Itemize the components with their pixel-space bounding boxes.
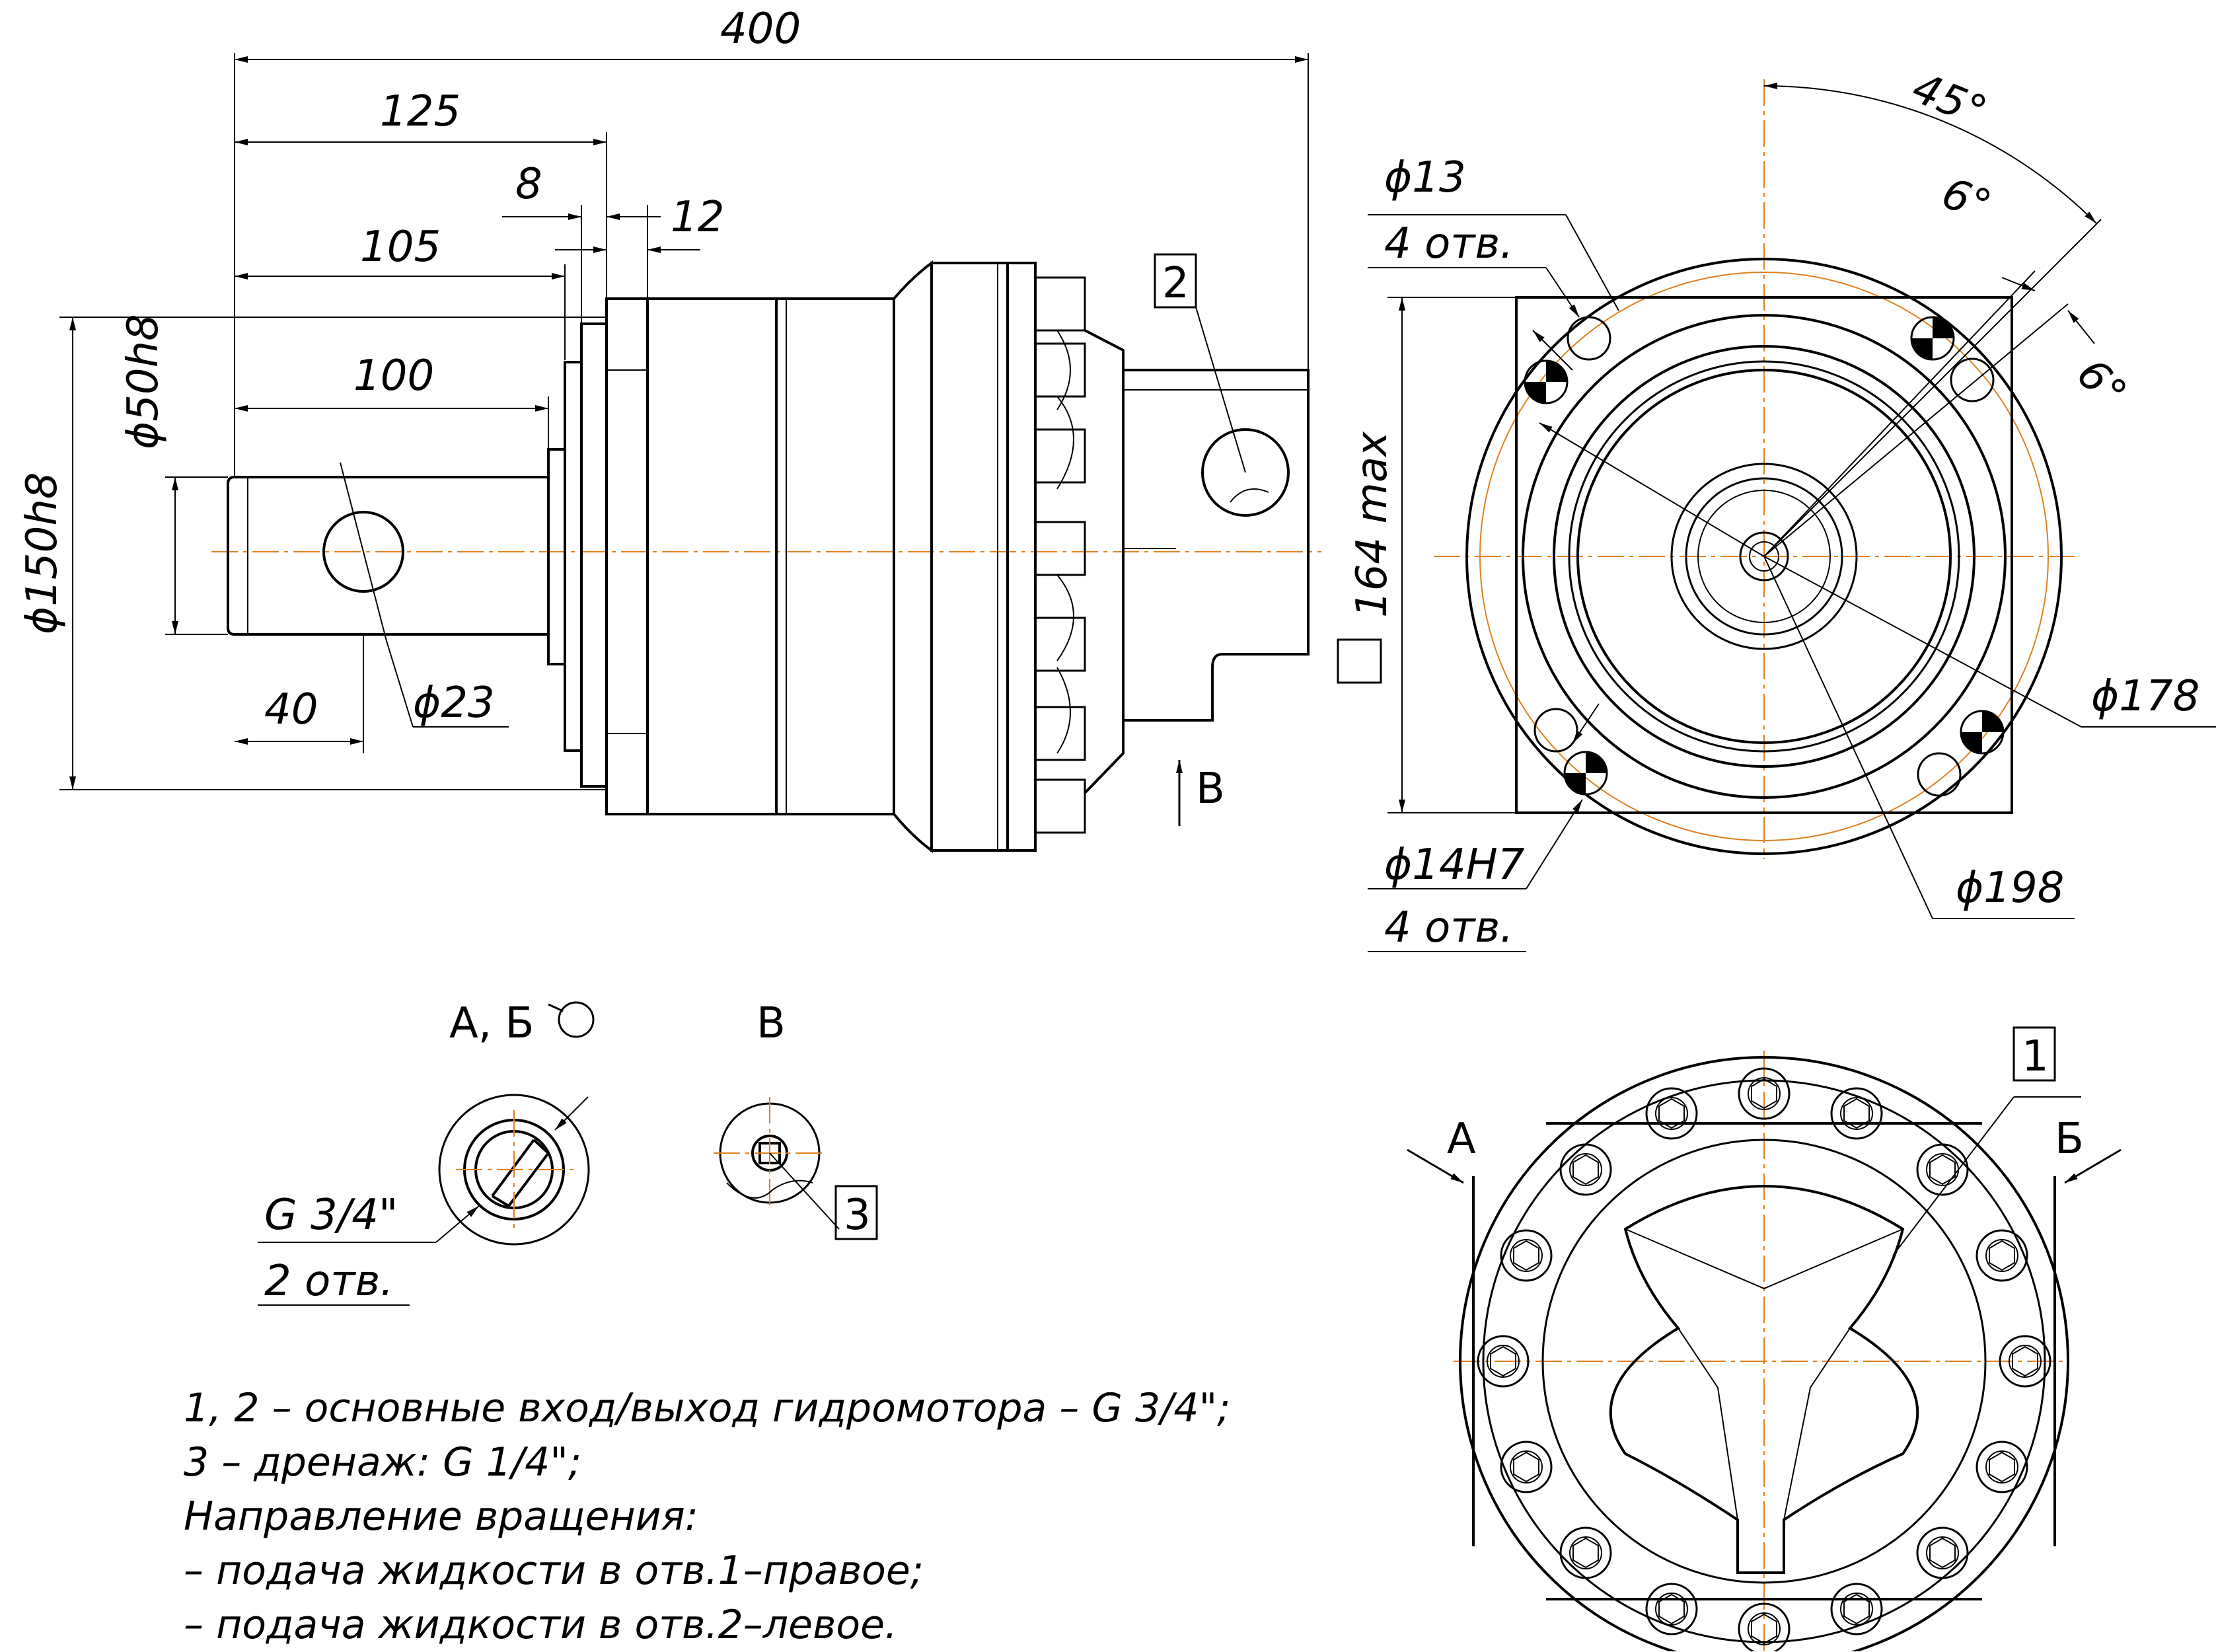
detail-v: В 3 bbox=[714, 999, 878, 1240]
notes-block: 1, 2 – основные вход/выход гидромотора –… bbox=[184, 1381, 1307, 1652]
callout-3-label: 3 bbox=[844, 1191, 871, 1240]
dim-overall-length: 400 bbox=[720, 5, 801, 54]
hole14-label: ϕ14H7 bbox=[1384, 841, 1525, 889]
view-rotation-icon bbox=[558, 1001, 595, 1038]
hole14-count: 4 отв. bbox=[1384, 903, 1514, 952]
pcd-198-circle bbox=[1479, 272, 2049, 841]
hole-14h7-bl bbox=[1563, 751, 1608, 796]
hole-13-tr bbox=[1950, 357, 1995, 402]
dim-105: 105 bbox=[360, 223, 441, 272]
note-line-3: Направление вращения: bbox=[184, 1493, 698, 1540]
dim-shaft-dia: ϕ50h8 bbox=[119, 314, 168, 449]
detail-ab-title: А, Б bbox=[449, 999, 534, 1048]
hole-13-tl bbox=[1567, 316, 1611, 361]
hole-14h7-br bbox=[1960, 710, 2005, 755]
front-view: 45° 6° 6° 164 max ϕ13 4 отв. ϕ178 ϕ198 bbox=[1337, 63, 2216, 952]
square-flange bbox=[1515, 296, 2013, 814]
note-line-1: 1, 2 – основные вход/выход гидромотора –… bbox=[184, 1385, 1231, 1431]
arrow-b-label: Б bbox=[2055, 1115, 2084, 1164]
view-arrow-v-label: В bbox=[1196, 765, 1225, 813]
note-line-5: – подача жидкости в отв.2–левое. bbox=[184, 1602, 898, 1648]
pcd-198-label: ϕ198 bbox=[1956, 864, 2064, 913]
dim-hole-dia: ϕ23 bbox=[413, 679, 495, 728]
cross-hole bbox=[322, 511, 404, 593]
callout-1-label: 1 bbox=[2022, 1032, 2049, 1081]
dim-pilot-dia: ϕ150h8 bbox=[18, 472, 67, 634]
dim-square-max: 164 max bbox=[1348, 431, 1397, 618]
bolt-row bbox=[1034, 276, 1086, 834]
note-line-2: 3 – дренаж: G 1/4"; bbox=[184, 1439, 582, 1485]
angle-6a: 6° bbox=[1936, 169, 1998, 231]
angle-45: 45° bbox=[1905, 63, 1993, 137]
hole-14h7-tl bbox=[1524, 359, 1569, 404]
hole-14h7-tr bbox=[1910, 316, 1955, 361]
dim-8: 8 bbox=[515, 160, 542, 209]
detail-v-title: В bbox=[757, 999, 786, 1048]
hole13-label: ϕ13 bbox=[1384, 153, 1466, 202]
side-view: 2 400 125 8 12 105 100 ϕ50h8 ϕ150h8 bbox=[18, 5, 1321, 853]
dim-12: 12 bbox=[671, 193, 724, 242]
bolt-ring bbox=[1477, 1067, 2051, 1651]
angle-6b: 6° bbox=[2067, 350, 2136, 418]
hole-13-br bbox=[1917, 752, 1962, 797]
detail-ab-thread: G 3/4" bbox=[264, 1191, 398, 1240]
port-2-hole bbox=[1201, 428, 1290, 517]
callout-2-label: 2 bbox=[1162, 259, 1189, 308]
hole-13-bl bbox=[1533, 708, 1578, 753]
detail-ab: А, Б G 3/4" 2 отв. bbox=[258, 999, 595, 1306]
detail-ab-count: 2 отв. bbox=[264, 1257, 394, 1306]
dim-40: 40 bbox=[264, 685, 318, 734]
note-line-4: – подача жидкости в отв.1–правое; bbox=[184, 1548, 924, 1594]
dim-100: 100 bbox=[353, 352, 434, 400]
hole13-count: 4 отв. bbox=[1384, 219, 1514, 268]
dim-to-flange: 125 bbox=[380, 87, 461, 136]
rear-view: 1 А Б bbox=[1407, 1026, 2122, 1651]
pcd-178-label: ϕ178 bbox=[2091, 672, 2199, 721]
arrow-a-label: А bbox=[1447, 1115, 1476, 1164]
